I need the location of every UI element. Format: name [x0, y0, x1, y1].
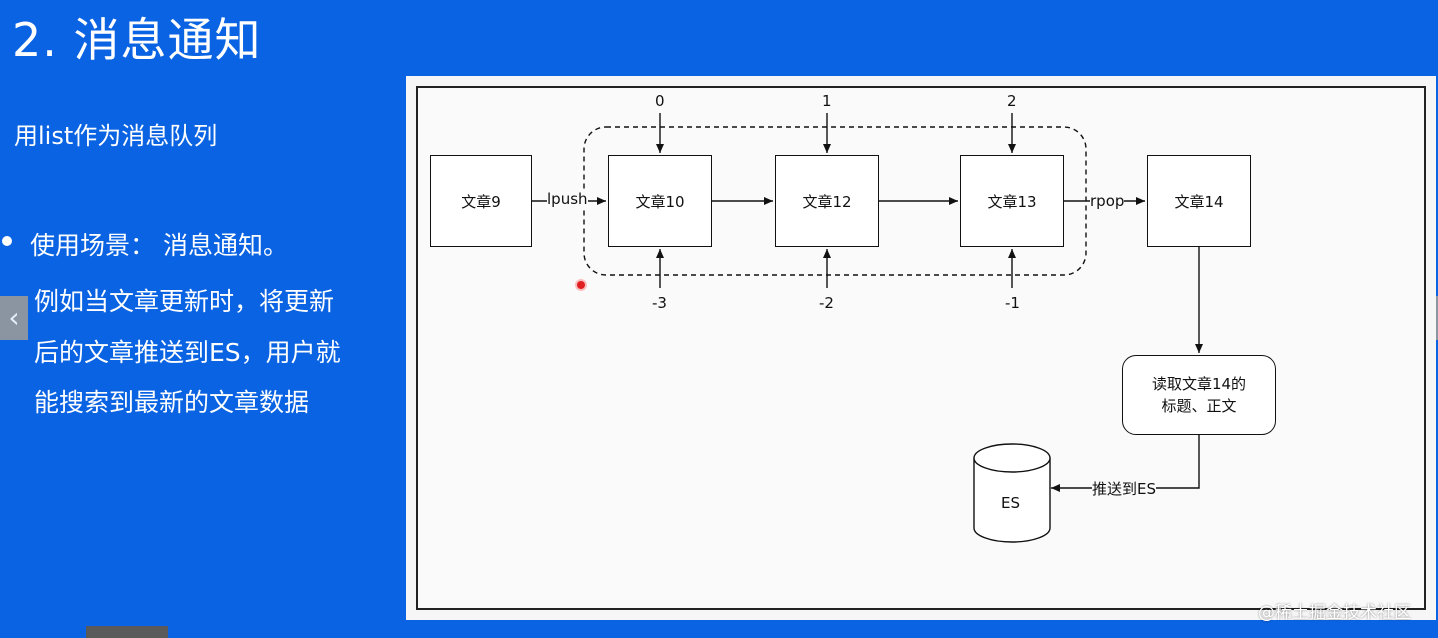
es-label: ES: [1001, 494, 1020, 512]
bullet-line-3: 后的文章推送到ES，用户就: [34, 338, 341, 367]
slide-subtitle: 用list作为消息队列: [14, 122, 218, 150]
bullet-icon: [2, 236, 12, 246]
article-13-node: 文章13: [960, 155, 1064, 247]
bullet-line-1: 使用场景： 消息通知。: [30, 231, 288, 260]
prev-slide-button[interactable]: ‹: [0, 296, 28, 340]
source-watermark: @稀土掘金技术社区: [1258, 603, 1411, 623]
index-label-neg2: -2: [819, 294, 834, 312]
bullet-line-4: 能搜索到最新的文章数据: [34, 388, 310, 417]
article-14-node: 文章14: [1147, 155, 1251, 247]
index-label-neg1: -1: [1005, 294, 1020, 312]
es-cylinder-body: [973, 458, 1051, 543]
es-cylinder-top: [973, 443, 1051, 473]
read-article-node: 读取文章14的 标题、正文: [1122, 355, 1276, 435]
slide-title: 2. 消息通知: [12, 13, 262, 67]
article-10-node: 文章10: [608, 155, 712, 247]
push-es-label: 推送到ES: [1092, 478, 1156, 499]
diagram-canvas: [416, 86, 1426, 610]
index-label-2: 2: [1007, 92, 1017, 110]
article-9-node: 文章9: [430, 155, 532, 247]
rpop-label: rpop: [1090, 192, 1125, 210]
lpush-label: lpush: [547, 190, 588, 208]
index-label-0: 0: [655, 92, 665, 110]
video-thumbnail: [86, 626, 168, 638]
bullet-line-2: 例如当文章更新时，将更新: [34, 287, 335, 316]
diagram-frame: [406, 76, 1436, 620]
article-12-node: 文章12: [775, 155, 879, 247]
index-label-1: 1: [822, 92, 832, 110]
laser-pointer-icon: [577, 281, 585, 289]
index-label-neg3: -3: [652, 294, 667, 312]
